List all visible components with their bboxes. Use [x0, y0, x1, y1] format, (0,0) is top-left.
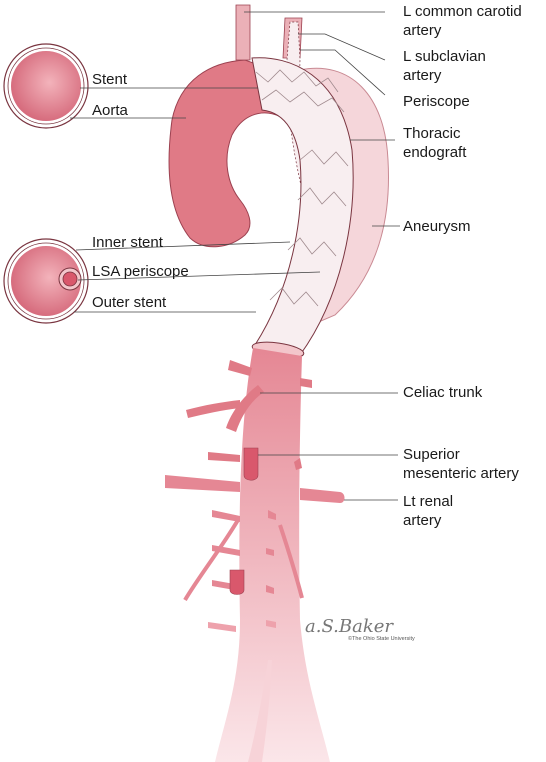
side-branch	[208, 452, 240, 462]
stent-pattern	[287, 237, 337, 257]
side-branch	[212, 545, 240, 556]
signature: a.S.Baker	[305, 616, 394, 637]
side-branch	[266, 585, 274, 594]
cross-section-stent	[3, 43, 89, 129]
lt-renal-artery	[300, 488, 345, 503]
side-branch	[294, 458, 302, 470]
stent-pattern	[255, 69, 339, 93]
stent-pattern	[297, 187, 347, 207]
superior-mesenteric-artery	[243, 447, 259, 481]
label-l-common-carotid: L common carotid artery	[403, 3, 522, 39]
label-stent: Stent	[92, 71, 128, 88]
gonadal-artery	[278, 524, 304, 599]
label-superior-mesenteric: Superior mesenteric artery	[403, 446, 519, 482]
side-branch	[212, 510, 240, 522]
label-inner-stent: Inner stent	[92, 234, 163, 251]
stent-pattern	[261, 89, 345, 113]
label-thoracic-endograft: Thoracic endograft	[403, 125, 467, 161]
cross-section-periscope	[3, 238, 89, 324]
side-branch	[266, 620, 276, 628]
label-aorta: Aorta	[92, 102, 128, 119]
label-lt-renal: Lt renal artery	[403, 493, 454, 529]
copyright: ©The Ohio State University	[348, 635, 415, 642]
celiac-branch	[186, 400, 240, 418]
label-outer-stent: Outer stent	[92, 294, 167, 311]
stent-pattern	[269, 287, 319, 307]
side-branch	[268, 510, 276, 520]
inferior-mesenteric-artery	[229, 569, 245, 595]
label-celiac-trunk: Celiac trunk	[403, 384, 483, 401]
l-common-carotid-artery	[235, 4, 251, 61]
side-branch	[266, 548, 274, 556]
celiac-trunk	[226, 385, 264, 432]
label-lsa-periscope: LSA periscope	[92, 263, 189, 280]
side-branch	[228, 360, 252, 376]
iliac-bifurcation	[248, 660, 272, 762]
gonadal-artery	[183, 518, 240, 602]
label-periscope: Periscope	[403, 93, 470, 110]
label-aneurysm: Aneurysm	[403, 218, 471, 235]
side-branch	[300, 378, 312, 388]
stent-pattern	[299, 149, 349, 167]
label-l-subclavian: L subclavian artery	[403, 48, 486, 84]
r-renal-artery	[165, 475, 240, 492]
side-branch	[208, 622, 236, 632]
